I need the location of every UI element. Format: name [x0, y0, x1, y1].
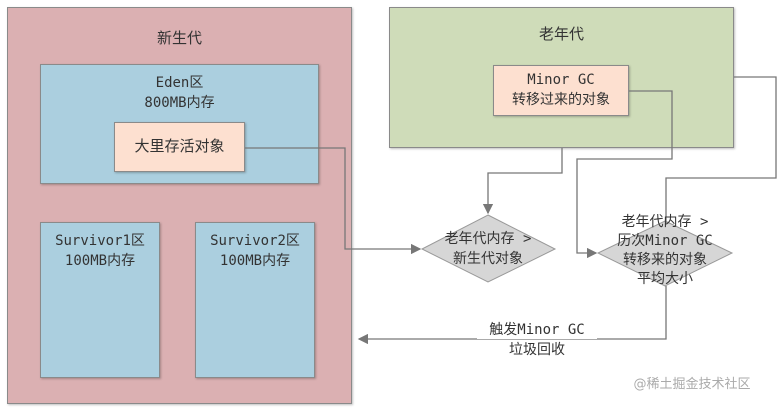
decision1-diamond	[420, 214, 557, 283]
decision2-line4: 平均大小	[637, 271, 693, 287]
promoted-objects-box: Minor GC 转移过来的对象	[493, 65, 629, 116]
arrow-decision2-to-gc	[357, 286, 667, 345]
decision1-line2: 新生代对象	[453, 251, 523, 267]
decision2-line1: 老年代内存 >	[621, 214, 709, 230]
promoted-line1: Minor GC	[527, 72, 595, 88]
promoted-line2: 转移过来的对象	[512, 92, 610, 108]
decision1-line1: 老年代内存 >	[444, 231, 532, 247]
survivor1-title: Survivor1区	[55, 233, 145, 249]
decision2-line3: 转移来的对象	[623, 252, 707, 268]
survivor1-size: 100MB内存	[64, 253, 136, 269]
survivor1-space: Survivor1区 100MB内存	[40, 222, 160, 378]
trigger-line1: 触发Minor GC	[477, 321, 597, 339]
survivor2-size: 100MB内存	[219, 253, 291, 269]
survivor2-title: Survivor2区	[210, 233, 300, 249]
survivor2-space: Survivor2区 100MB内存	[195, 222, 315, 378]
old-generation-title: 老年代	[538, 25, 584, 43]
watermark: @稀土掘金技术社区	[633, 377, 751, 392]
live-objects-box: 大里存活对象	[114, 122, 245, 172]
eden-title: Eden区	[155, 75, 204, 91]
trigger-line2: 垃圾回收	[477, 341, 597, 359]
line-old-to-decision2	[665, 76, 777, 225]
decision2-line2: 历次Minor GC	[617, 233, 713, 249]
young-generation-title: 新生代	[156, 29, 202, 47]
eden-size: 800MB内存	[144, 95, 215, 111]
arrow-live-to-decision1	[245, 147, 422, 255]
arrow-old-to-decision1	[482, 148, 563, 215]
decision2-diamond	[596, 220, 734, 287]
live-objects-label: 大里存活对象	[134, 137, 225, 155]
arrow-promoted-to-decision2	[576, 90, 673, 259]
